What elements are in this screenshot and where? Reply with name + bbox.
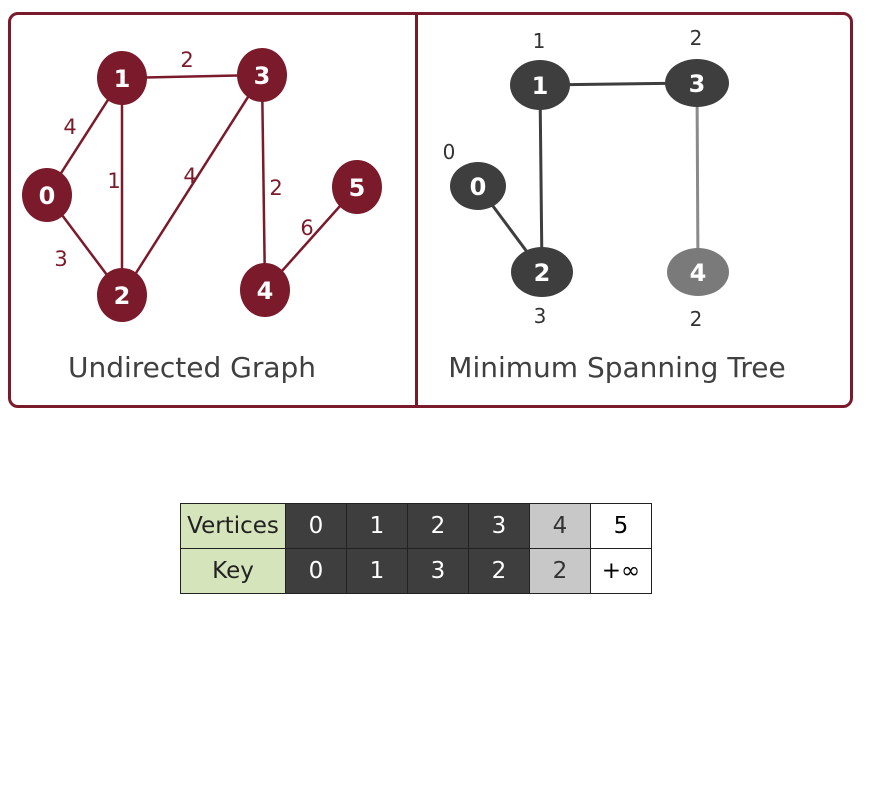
mst-node-0 [450, 162, 506, 210]
graph-node-1-label: 1 [114, 65, 131, 93]
vertex-cell-5: 5 [590, 503, 652, 549]
mst-edge-1-2 [538, 84, 544, 273]
graph-node-0 [22, 168, 72, 222]
graph-node-3 [237, 48, 287, 102]
graph-node-3-label: 3 [254, 62, 271, 90]
undirected-graph-nodes [22, 48, 382, 322]
mst-key-4: 2 [690, 307, 703, 331]
weight-3-4: 2 [269, 176, 282, 200]
weight-4-5: 6 [300, 216, 313, 240]
key-cell-1: 1 [346, 548, 408, 594]
vertices-row: Vertices 0 1 2 3 4 5 [180, 503, 652, 549]
weight-2-3: 4 [183, 164, 196, 188]
graph-figure: 0 1 2 3 4 5 4 2 1 4 3 2 6 Undirected Gra… [22, 26, 786, 384]
mst-key-3: 2 [690, 26, 703, 50]
graph-node-0-label: 0 [39, 182, 56, 210]
key-cell-3: 2 [468, 548, 530, 594]
mst-node-4 [667, 248, 729, 296]
vertex-cell-2: 2 [407, 503, 469, 549]
figure-frame [8, 12, 853, 408]
mst-node-1 [510, 60, 570, 110]
key-cell-0: 0 [285, 548, 347, 594]
edge-3-4 [260, 74, 267, 291]
mst-node-2-label: 2 [534, 259, 551, 287]
mst-key-values: 0 1 3 2 2 [443, 26, 703, 331]
edge-2-3 [120, 74, 264, 296]
vertex-cell-0: 0 [285, 503, 347, 549]
weight-0-1: 4 [63, 115, 76, 139]
vertex-cell-1: 1 [346, 503, 408, 549]
mst-key-1: 1 [533, 29, 546, 53]
graph-node-1 [97, 51, 147, 105]
mst-node-1-label: 1 [532, 72, 549, 100]
mst-node-3-label: 3 [689, 70, 706, 98]
undirected-graph [45, 73, 358, 296]
key-header: Key [180, 548, 286, 594]
key-cell-5: +∞ [590, 548, 652, 594]
vertex-cell-3: 3 [468, 503, 530, 549]
key-cell-4: 2 [529, 548, 591, 594]
mst-key-2: 3 [534, 304, 547, 328]
mst-nodes [450, 59, 729, 297]
graph-node-4 [240, 263, 290, 317]
mst-node-2 [511, 247, 573, 297]
mst-node-4-label: 4 [690, 259, 707, 287]
weight-1-2: 1 [107, 169, 120, 193]
mst-node-labels: 0 1 2 3 4 [470, 70, 707, 287]
key-row: Key 0 1 3 2 2 +∞ [180, 548, 652, 594]
mst-edge-3-4 [695, 82, 700, 273]
graph-node-5 [332, 160, 382, 214]
key-cell-2: 3 [407, 548, 469, 594]
mst-graph [476, 81, 700, 273]
panel-divider [415, 12, 418, 408]
vertices-header: Vertices [180, 503, 286, 549]
weight-1-3: 2 [180, 48, 193, 72]
graph-node-5-label: 5 [349, 174, 366, 202]
right-caption: Minimum Spanning Tree [448, 351, 785, 384]
graph-node-2 [97, 268, 147, 322]
vertex-cell-4: 4 [529, 503, 591, 549]
graph-node-2-label: 2 [114, 282, 131, 310]
left-caption: Undirected Graph [68, 351, 316, 384]
graph-node-4-label: 4 [257, 277, 274, 305]
weight-0-2: 3 [54, 247, 67, 271]
key-table: Vertices 0 1 2 3 4 5 Key 0 1 3 2 2 +∞ [180, 503, 652, 594]
mst-node-3 [665, 59, 729, 107]
undirected-graph-edge-weights: 4 2 1 4 3 2 6 [54, 48, 313, 271]
undirected-graph-node-labels: 0 1 2 3 4 5 [39, 62, 366, 310]
mst-node-0-label: 0 [470, 173, 487, 201]
mst-key-0: 0 [443, 140, 456, 164]
